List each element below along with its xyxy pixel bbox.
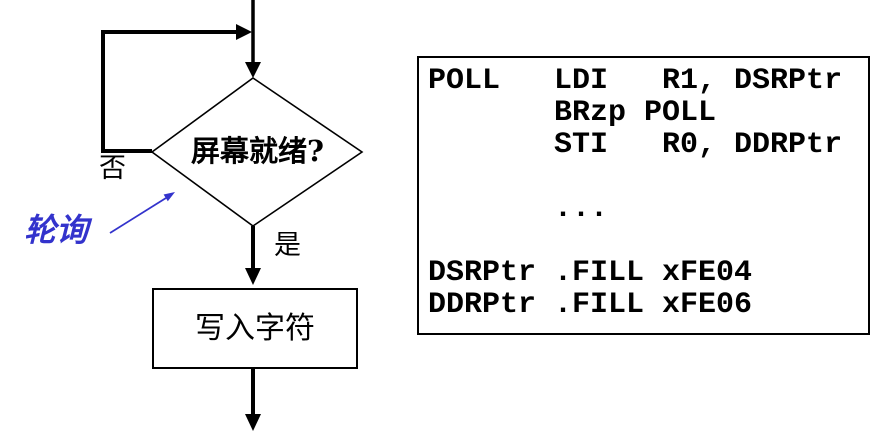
decision-label: 屏幕就绪? xyxy=(191,134,324,168)
annotation-arrow-line xyxy=(109,197,167,234)
no-branch-label: 否 xyxy=(99,153,126,184)
loopback-flow-line xyxy=(101,30,236,153)
loopback-arrowhead-icon xyxy=(236,24,252,40)
entry-arrowhead-icon xyxy=(245,62,261,78)
code-panel: POLL LDI R1, DSRPtr BRzp POLL STI R0, DD… xyxy=(417,56,870,335)
annotation-arrowhead-icon xyxy=(163,192,175,202)
process-box-shape xyxy=(152,288,358,369)
polling-annotation-label: 轮询 xyxy=(24,211,89,249)
yes-branch-label: 是 xyxy=(274,230,301,261)
assembly-code-listing: POLL LDI R1, DSRPtr BRzp POLL STI R0, DD… xyxy=(428,64,843,322)
process-label: 写入字符 xyxy=(195,311,315,346)
exit-arrowhead-icon xyxy=(245,414,261,431)
yes-arrowhead-icon xyxy=(245,268,261,285)
